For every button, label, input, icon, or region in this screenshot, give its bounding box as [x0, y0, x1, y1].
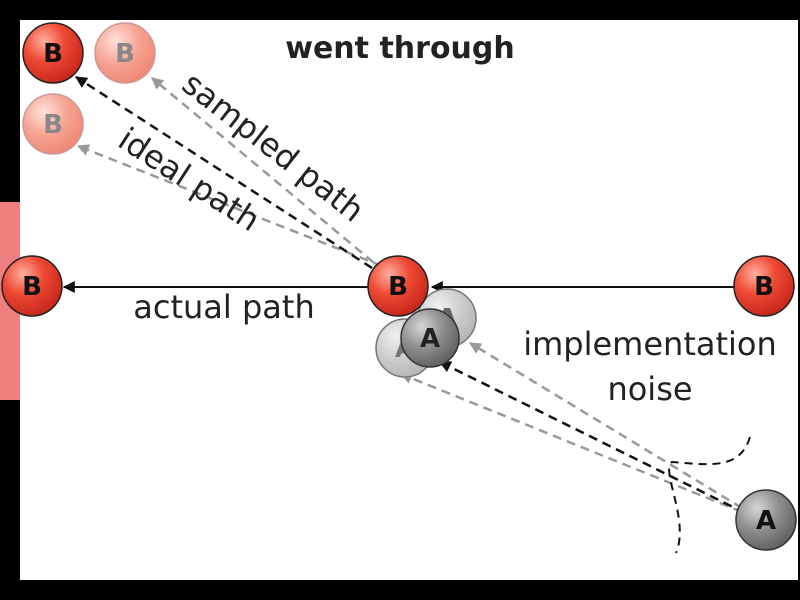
sampled-path-upper	[151, 77, 386, 273]
ball-b-start: B	[733, 255, 795, 317]
ball-a-at-contact: A	[400, 308, 460, 368]
implementation-label: implementation	[523, 325, 777, 363]
svg-text:B: B	[22, 272, 42, 302]
svg-text:B: B	[115, 39, 135, 69]
svg-text:B: B	[43, 39, 63, 69]
ball-b-sampled-end-lower: B	[22, 93, 84, 155]
ideal-path-line	[74, 75, 373, 270]
noise-sample-path-upper	[468, 341, 743, 510]
svg-text:A: A	[756, 506, 776, 536]
svg-text:B: B	[43, 110, 63, 140]
svg-text:B: B	[754, 272, 774, 302]
svg-text:A: A	[420, 324, 440, 354]
svg-text:B: B	[388, 272, 408, 302]
actual-path-label: actual path	[133, 288, 314, 326]
ball-b-contact: B	[367, 255, 429, 317]
ball-b-sampled-end-upper: B	[94, 22, 156, 84]
sampled-path-lower	[76, 144, 383, 268]
intended-path-from-a	[438, 360, 746, 515]
ball-b-ideal-end: B	[22, 22, 84, 84]
ball-b-actual-end: B	[1, 255, 63, 317]
ball-a-start: A	[735, 489, 797, 551]
title: went through	[285, 31, 515, 66]
noise-spread-curve	[668, 436, 751, 554]
noise-label: noise	[607, 370, 692, 408]
noise-sample-path-lower	[399, 372, 743, 514]
